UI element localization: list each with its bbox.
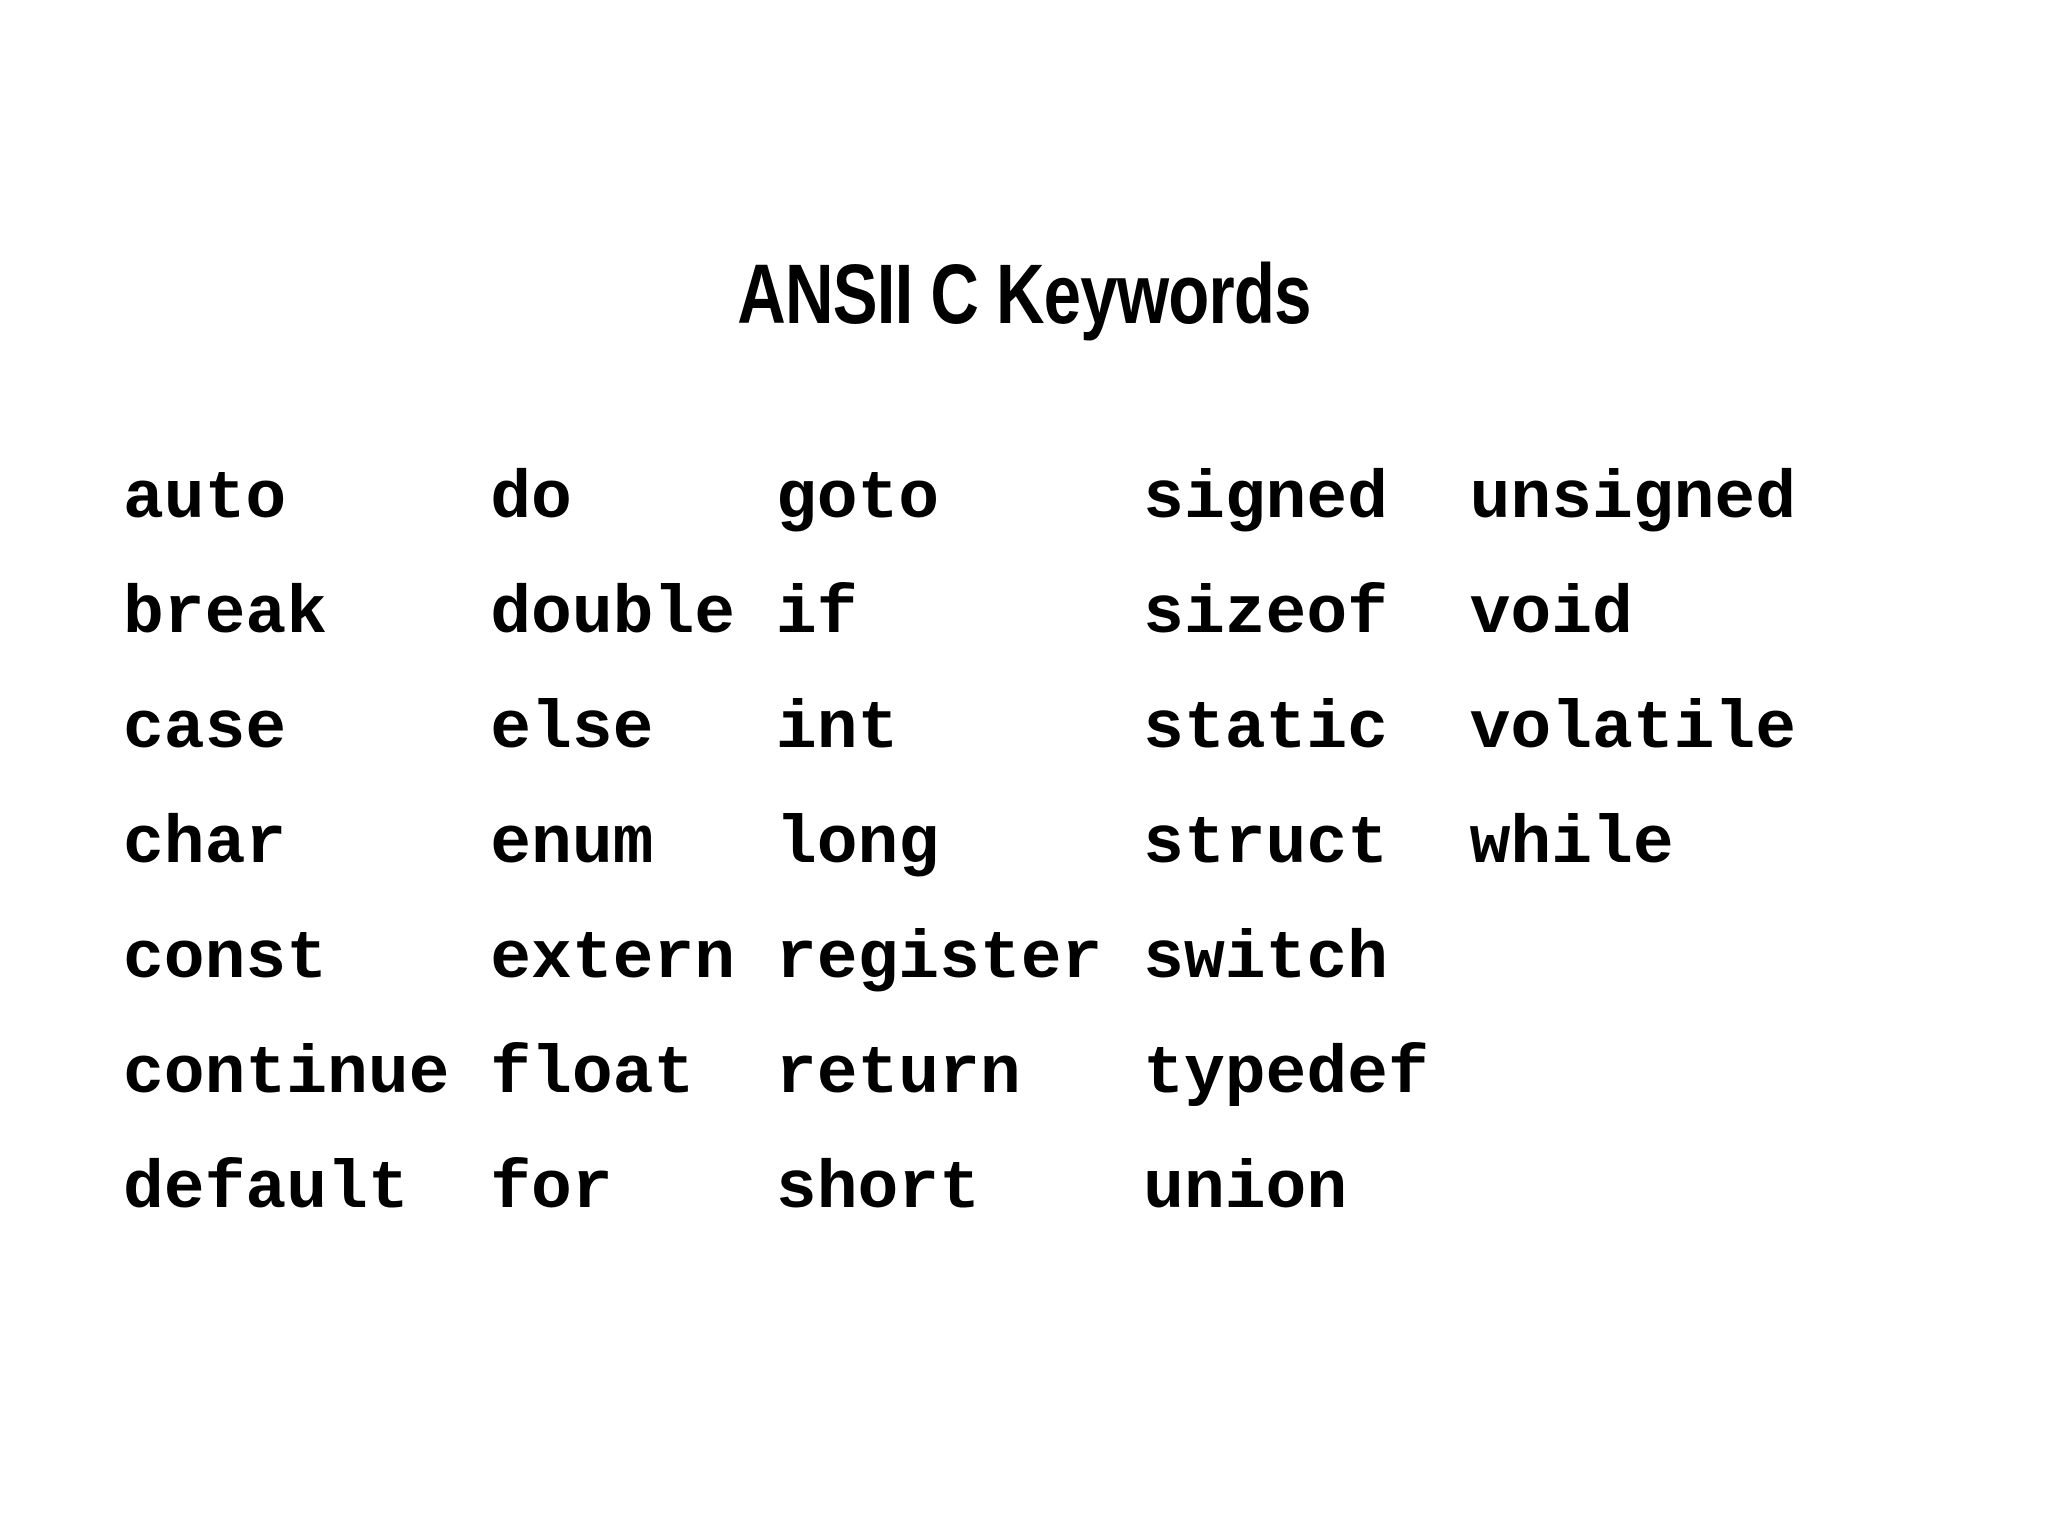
keyword-cell: void [1469,576,1633,653]
keyword-cell: switch [1143,921,1388,998]
keyword-cell: static [1143,691,1388,768]
keyword-cell: sizeof [1143,576,1388,653]
keyword-cell: struct [1143,806,1388,883]
keyword-cell: while [1469,806,1674,883]
keyword-cell: do [490,461,572,538]
keyword-cell: signed [1143,461,1388,538]
keyword-cell: enum [490,806,654,883]
keyword-cell: break [123,576,328,653]
keyword-cell: register [775,921,1103,998]
keyword-cell: typedef [1143,1036,1429,1113]
keyword-cell: short [775,1151,980,1228]
keyword-cell: volatile [1469,691,1797,768]
keyword-cell: int [775,691,899,768]
keyword-grid: auto do goto signed unsigned break doubl… [123,442,1796,1247]
keyword-cell: auto [123,461,287,538]
page-title: ANSII C Keywords [737,247,1311,341]
keyword-cell: case [123,691,287,768]
keyword-cell: extern [490,921,736,998]
keyword-cell: for [490,1151,613,1228]
keyword-cell: float [490,1036,695,1113]
keyword-cell: char [123,806,287,883]
keyword-cell [1470,902,1796,1017]
keyword-cell: double [490,576,736,653]
keyword-cell: goto [775,461,940,538]
keyword-cell [1470,1017,1796,1132]
keyword-cell: const [123,921,328,998]
keyword-cell: continue [123,1036,450,1113]
keyword-cell: long [775,806,940,883]
keyword-cell: default [123,1151,409,1228]
keyword-cell [1470,1132,1796,1247]
keyword-cell: unsigned [1469,461,1797,538]
keyword-cell: if [775,576,858,653]
keyword-cell: return [775,1036,1021,1113]
keyword-cell: else [490,691,654,768]
keyword-cell: union [1143,1151,1348,1228]
